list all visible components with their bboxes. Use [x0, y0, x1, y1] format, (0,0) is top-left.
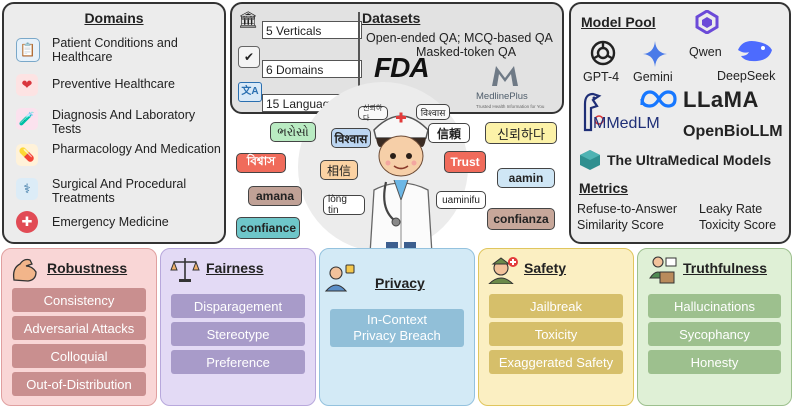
medlineplus-logo-icon: [490, 62, 520, 88]
doctor-icon: [360, 108, 442, 258]
trust-word-uaminifu: uaminifu: [436, 191, 486, 209]
robustness-title: Robustness: [47, 260, 128, 276]
fairness-item: Disparagement: [171, 294, 305, 318]
guard-icon: [487, 254, 519, 285]
translate-icon: 文A: [238, 82, 262, 102]
pill-bottle-icon: 💊: [16, 144, 38, 166]
model-openbiollm-label: OpenBioLLM: [683, 123, 783, 140]
robustness-panel: Robustness Consistency Adversarial Attac…: [1, 248, 157, 406]
datasets-line1: Open-ended QA; MCQ-based QA: [366, 31, 553, 45]
model-deepseek-label: DeepSeek: [717, 69, 776, 83]
domain-item-label: Diagnosis And Laboratory Tests: [52, 108, 196, 136]
stat-verticals: 5 Verticals: [262, 21, 362, 39]
model-gpt4-label: GPT-4: [583, 70, 620, 84]
trust-word-gujarati: ભરોસો: [270, 122, 316, 142]
surgeon-icon: ⚕: [16, 178, 38, 200]
truthfulness-item: Honesty: [648, 350, 781, 374]
fairness-item: Preference: [171, 350, 305, 374]
model-ultramedical-label: The UltraMedical Models: [607, 152, 772, 168]
qwen-logo-icon: [695, 9, 719, 35]
trust-word-hindi-top: विश्वास: [416, 104, 450, 120]
openai-logo-icon: [589, 39, 617, 67]
truthfulness-item: Hallucinations: [648, 294, 781, 318]
bank-icon: 🏛: [238, 12, 259, 29]
trust-word-english: Trust: [444, 151, 486, 173]
test-tube-icon: 🧪: [16, 108, 38, 130]
heart-hands-icon: ❤: [16, 74, 38, 96]
trust-word-japanese: 信頼: [428, 123, 470, 143]
medlineplus-sub: Trusted Health Information for You: [476, 104, 545, 109]
robustness-item: Out-of-Distribution: [12, 372, 146, 396]
domain-item-label: Pharmacology And Medication: [52, 142, 221, 156]
fda-logo: FDA: [374, 52, 430, 83]
truthfulness-item: Sycophancy: [648, 322, 781, 346]
model-pool-panel: Model Pool Qwen GPT-4 Gemini DeepSeek MM…: [569, 2, 791, 244]
trust-word-aamin: aamin: [497, 168, 555, 188]
domains-title: Domains: [84, 10, 144, 26]
clipboard-stethoscope-icon: 📋: [16, 38, 40, 62]
privacy-title: Privacy: [375, 275, 425, 291]
fairness-panel: Fairness Disparagement Stereotype Prefer…: [160, 248, 316, 406]
robustness-item: Adversarial Attacks: [12, 316, 146, 340]
ultramedical-logo-icon: [579, 149, 601, 171]
trust-word-longtin: lòng tin: [323, 194, 365, 216]
model-mmedlm-label: MMedLM: [593, 115, 660, 132]
domain-item-label: Preventive Healthcare: [52, 77, 175, 91]
gemini-logo-icon: [643, 41, 667, 67]
datasets-title: Datasets: [362, 10, 421, 26]
flexed-arm-icon: [10, 254, 42, 284]
fairness-item: Stereotype: [171, 322, 305, 346]
medlineplus-label: MedlinePlus: [476, 91, 528, 102]
safety-item: Toxicity: [489, 322, 623, 346]
mmedlm-logo-icon: [579, 90, 605, 132]
model-gemini-label: Gemini: [633, 70, 673, 84]
trust-word-confianza: confianza: [487, 208, 555, 230]
domain-item-label: Surgical And Procedural Treatments: [52, 177, 187, 205]
robustness-item: Colloquial: [12, 344, 146, 368]
safety-panel: Safety Jailbreak Toxicity Exaggerated Sa…: [478, 248, 634, 406]
privacy-person-icon: [324, 263, 356, 293]
fairness-title: Fairness: [206, 260, 264, 276]
safety-item: Jailbreak: [489, 294, 623, 318]
model-qwen-label: Qwen: [689, 45, 722, 59]
model-pool-title: Model Pool: [581, 14, 656, 30]
first-aid-kit-icon: ✚: [16, 211, 38, 233]
metrics-title: Metrics: [579, 180, 629, 196]
metric-leaky: Leaky Rate: [699, 202, 763, 216]
privacy-panel: Privacy In-Context Privacy Breach: [319, 248, 475, 406]
trust-word-confiance: confiance: [236, 217, 300, 239]
divider: [358, 12, 360, 110]
domains-panel: Domains 📋 Patient Conditions and Healthc…: [2, 2, 226, 244]
truthfulness-panel: Truthfulness Hallucinations Sycophancy H…: [637, 248, 792, 406]
trust-word-korean: 신뢰하다: [485, 122, 557, 144]
stat-domains: 6 Domains: [262, 60, 362, 78]
metric-toxicity: Toxicity Score: [699, 218, 777, 232]
balance-scale-icon: [169, 254, 201, 284]
metric-similarity: Similarity Score: [577, 218, 664, 232]
deepseek-logo-icon: [735, 36, 775, 64]
domain-item-label: Patient Conditions and Healthcare: [52, 36, 178, 64]
trust-word-chinese: 相信: [320, 160, 358, 180]
trust-word-korean-small: 신뢰하다: [358, 105, 388, 122]
checklist-icon: ✔: [238, 46, 260, 68]
safety-item: Exaggerated Safety: [489, 350, 623, 374]
speaker-podium-icon: [646, 254, 678, 284]
robustness-item: Consistency: [12, 288, 146, 312]
privacy-item: In-Context Privacy Breach: [330, 309, 464, 347]
domain-item-label: Emergency Medicine: [52, 215, 169, 229]
model-llama-label: LLaMA: [683, 87, 759, 112]
datasets-line2: Masked-token QA: [416, 45, 517, 59]
trust-word-bengali: বিশ্বাস: [236, 153, 286, 173]
trust-word-amana: amana: [248, 186, 302, 206]
trust-word-nepali: विश्वास: [331, 128, 371, 148]
metric-refuse: Refuse-to-Answer: [577, 202, 678, 216]
truthfulness-title: Truthfulness: [683, 260, 768, 276]
meta-logo-icon: [639, 88, 679, 110]
safety-title: Safety: [524, 260, 567, 276]
